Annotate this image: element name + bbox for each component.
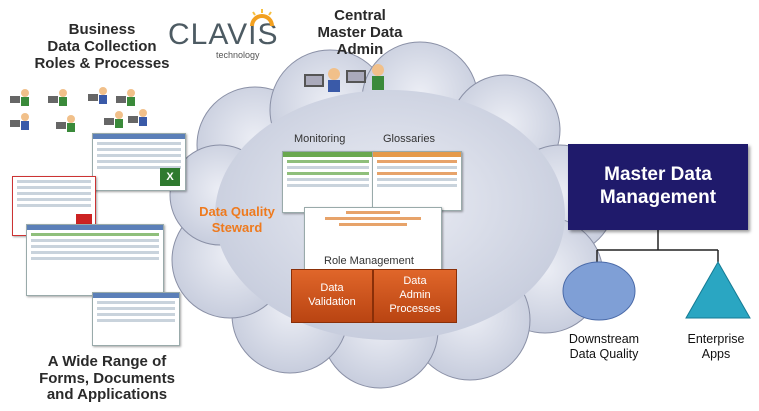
monitoring-thumbnail bbox=[282, 151, 374, 213]
monitoring-label: Monitoring bbox=[294, 133, 346, 145]
downstream-data-quality-label: Downstream Data Quality bbox=[568, 332, 640, 361]
enterprise-triangle bbox=[685, 260, 751, 319]
excel-icon: X bbox=[160, 168, 180, 186]
mdm-connector bbox=[596, 230, 719, 265]
forms-label: A Wide Range of Forms, Documents and App… bbox=[39, 353, 175, 403]
logo-wordmark: CLAVIS bbox=[168, 18, 279, 51]
role-management-thumbnail bbox=[304, 207, 442, 271]
business-label: Business Data Collection Roles & Process… bbox=[34, 21, 170, 72]
master-data-management-box: Master Data Management bbox=[568, 144, 748, 230]
glossaries-label: Glossaries bbox=[383, 133, 435, 145]
web-form-thumbnail bbox=[26, 224, 164, 296]
logo-sunburst-icon bbox=[250, 9, 274, 26]
glossaries-thumbnail bbox=[372, 151, 462, 211]
role-management-label: Role Management bbox=[324, 255, 414, 267]
data-admin-processes-box: Data Admin Processes bbox=[373, 269, 457, 323]
enterprise-apps-label: Enterprise Apps bbox=[687, 332, 745, 361]
application-thumbnail bbox=[92, 292, 180, 346]
admin-users-icon bbox=[304, 64, 384, 92]
data-validation-box: Data Validation bbox=[291, 269, 373, 323]
downstream-ellipse bbox=[562, 261, 636, 321]
data-quality-steward-label: Data Quality Steward bbox=[199, 204, 275, 236]
business-users-icon bbox=[10, 87, 147, 132]
logo-subtitle: technology bbox=[216, 50, 260, 60]
central-admin-label: Central Master Data Admin bbox=[317, 7, 403, 58]
